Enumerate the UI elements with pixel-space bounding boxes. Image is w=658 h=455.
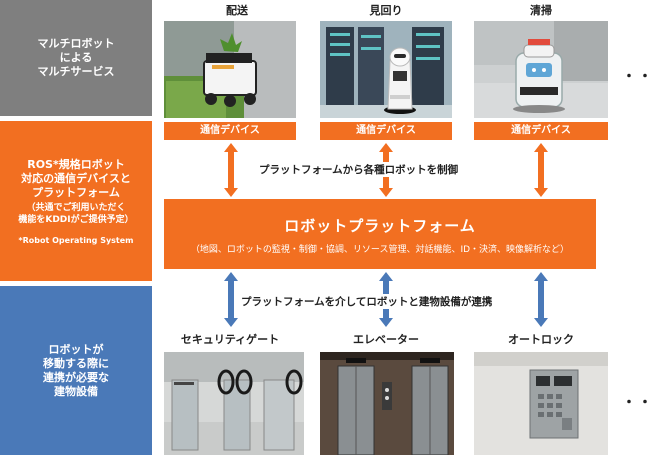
services-ellipsis: ・・・・ [622, 69, 658, 85]
comm-device-cleaning: 通信デバイス [474, 122, 608, 140]
cleaning-robot-photo [474, 21, 608, 118]
service-label-patrol: 見回り [369, 4, 403, 17]
connector-bottom-caption: プラットフォームを介してロボットと建物設備が連携 [241, 294, 493, 309]
platform-panel-footnote: *Robot Operating System [18, 235, 134, 245]
facilities-ellipsis: ・・・・ [622, 395, 658, 411]
sidebar-platform-panel: ROS*規格ロボット 対応の通信デバイスと プラットフォーム （共通でご利用いた… [0, 121, 152, 281]
robot-platform-box: ロボットプラットフォーム （地図、ロボットの監視・制御・協調、リソース管理、対話… [164, 199, 596, 269]
arrow-cleaning-platform [534, 143, 548, 197]
facility-label-elevator: エレベーター [353, 333, 419, 346]
patrol-robot-photo [320, 21, 452, 118]
autolock-panel-photo [474, 352, 608, 455]
arrow-delivery-platform [224, 143, 238, 197]
comm-device-patrol: 通信デバイス [320, 122, 452, 140]
comm-device-delivery: 通信デバイス [164, 122, 296, 140]
facility-label-security-gate: セキュリティゲート [180, 333, 280, 346]
facility-label-autolock: オートロック [508, 333, 574, 346]
services-panel-title: マルチロボット による マルチサービス [37, 37, 115, 78]
elevator-photo [320, 352, 454, 455]
platform-panel-note: （共通でご利用いただく 機能をKDDIがご提供予定） [18, 202, 134, 225]
platform-panel-title: ROS*規格ロボット 対応の通信デバイスと プラットフォーム [21, 157, 131, 199]
connector-top-caption: プラットフォームから各種ロボットを制御 [259, 162, 459, 177]
platform-subtitle: （地図、ロボットの監視・制御・協調、リソース管理、対話機能、ID・決済、映像解析… [190, 245, 570, 255]
sidebar-services-panel: マルチロボット による マルチサービス [0, 0, 152, 116]
arrow-platform-autolock [534, 272, 548, 327]
platform-title: ロボットプラットフォーム [284, 217, 476, 235]
service-label-delivery: 配送 [226, 4, 248, 17]
facilities-panel-title: ロボットが 移動する際に 連携が必要な 建物設備 [43, 342, 109, 398]
delivery-robot-photo [164, 21, 296, 118]
arrow-platform-gate [224, 272, 238, 327]
service-label-cleaning: 清掃 [530, 4, 552, 17]
security-gate-photo [164, 352, 304, 455]
sidebar-facilities-panel: ロボットが 移動する際に 連携が必要な 建物設備 [0, 286, 152, 455]
